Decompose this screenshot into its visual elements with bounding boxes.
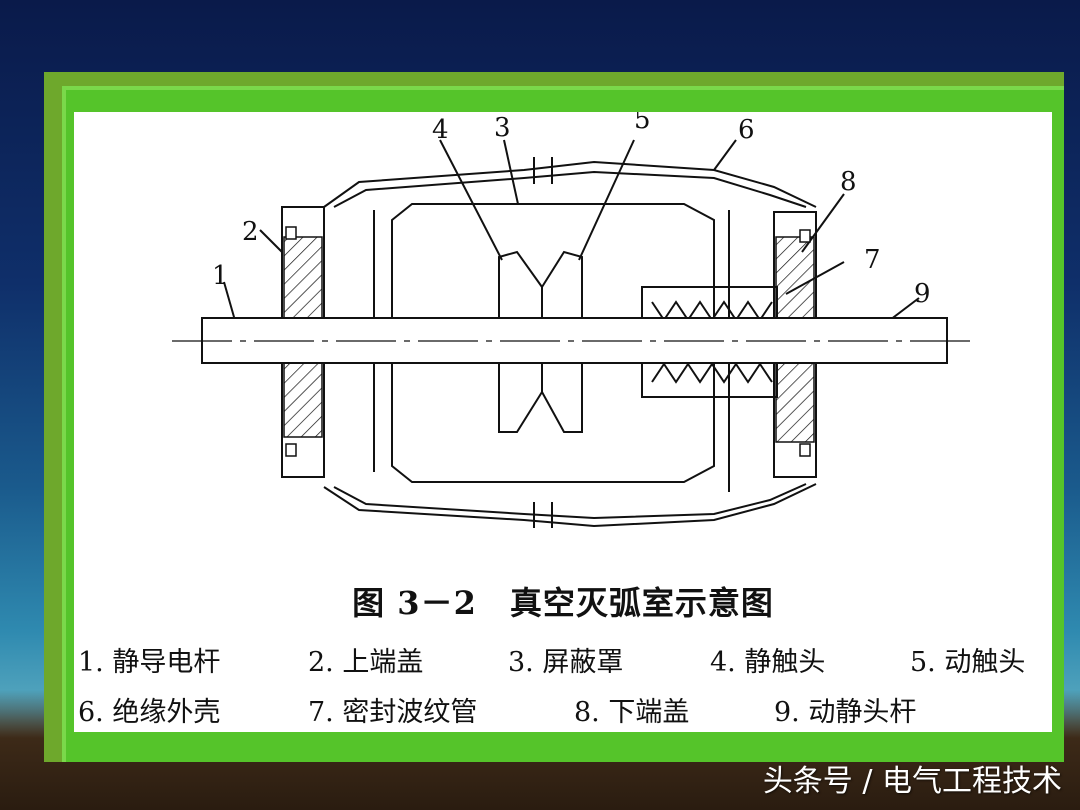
- part-number-2: 2: [242, 217, 259, 247]
- legend-item-1: 1. 静导电杆: [78, 647, 221, 678]
- vacuum-interrupter-drawing: 1 2 3 4 5 6 7 8 9: [172, 112, 974, 528]
- watermark-text: 头条号 / 电气工程技术: [762, 764, 1062, 799]
- diagram-panel: 1 2 3 4 5 6 7 8 9 图 3－2 真空灭弧室示意图 1. 静导电杆…: [74, 112, 1052, 732]
- part-number-7: 7: [864, 245, 881, 275]
- part-number-5: 5: [634, 112, 651, 135]
- part-number-3: 3: [494, 113, 511, 143]
- legend-item-7: 7. 密封波纹管: [308, 697, 478, 728]
- legend-item-8: 8. 下端盖: [574, 697, 690, 728]
- part-number-9: 9: [914, 279, 931, 309]
- legend-item-2: 2. 上端盖: [308, 647, 424, 678]
- part-number-4: 4: [432, 115, 449, 145]
- part-number-6: 6: [738, 115, 755, 145]
- figure-caption: 图 3－2 真空灭弧室示意图: [352, 584, 774, 622]
- legend-item-9: 9. 动静头杆: [774, 697, 917, 728]
- legend-item-3: 3. 屏蔽罩: [508, 647, 624, 678]
- part-number-8: 8: [840, 167, 857, 197]
- part-number-1: 1: [212, 261, 229, 291]
- legend-item-4: 4. 静触头: [710, 647, 826, 678]
- legend-item-6: 6. 绝缘外壳: [78, 697, 221, 728]
- legend-item-5: 5. 动触头: [910, 647, 1026, 678]
